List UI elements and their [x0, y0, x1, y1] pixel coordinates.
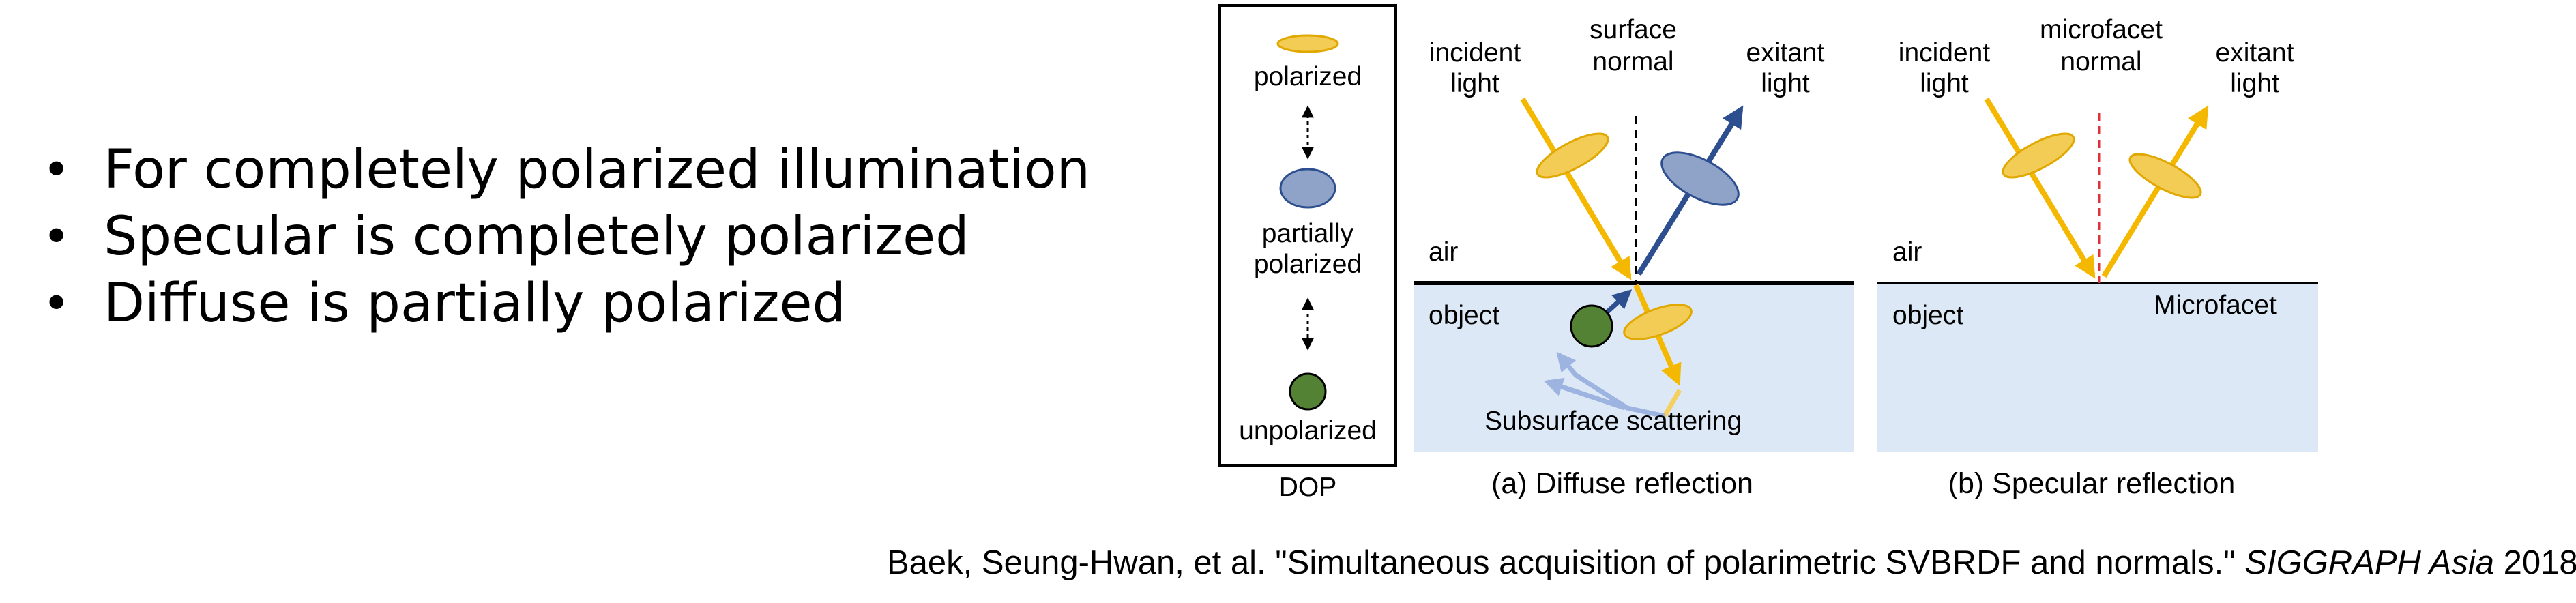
normal-label-2: normal	[2060, 47, 2141, 76]
incident-ray	[1984, 97, 2096, 279]
citation-year: 2018	[2494, 544, 2576, 581]
bullet-text: For completely polarized illumination	[104, 139, 1091, 201]
unpolarized-scatter-circle	[1570, 304, 1613, 348]
bullet-dot: •	[42, 209, 71, 265]
dop-legend-frame	[1218, 4, 1397, 467]
panel-diffuse: incident light surface normal exitant li…	[1414, 15, 1854, 500]
incident-ray	[1520, 97, 1632, 280]
incident-label-1: incident	[1899, 38, 1991, 68]
exitant-label-1: exitant	[2216, 38, 2294, 68]
incident-label-2: light	[1920, 69, 1969, 98]
panel-specular: incident light microfacet normal exitant…	[1877, 15, 2318, 500]
bullet-text: Diffuse is partially polarized	[104, 273, 847, 334]
refracted-polarization-ellipse	[1623, 304, 1693, 340]
unpolarized-circle	[1289, 372, 1327, 411]
dop-legend: polarized partially polarized unpolarize…	[1218, 4, 1397, 502]
diffuse-caption: (a) Diffuse reflection	[1491, 467, 1753, 500]
dop-caption: DOP	[1279, 473, 1337, 502]
citation: Baek, Seung-Hwan, et al. "Simultaneous a…	[887, 544, 2576, 582]
scatter-path-light-blue	[1556, 351, 1665, 419]
exitant-label-2: light	[1761, 69, 1810, 98]
object-region	[1877, 283, 2318, 452]
bullet-dot: •	[42, 142, 71, 198]
exitant-label-2: light	[2230, 69, 2279, 98]
scatter-path-light-blue-2	[1543, 377, 1626, 411]
normal-label-1: surface	[1590, 15, 1677, 44]
reflected-polarization-ellipse	[2128, 153, 2202, 199]
legend-polarized-label: polarized	[1254, 62, 1362, 91]
air-label: air	[1892, 237, 1922, 267]
bullet-text: Specular is completely polarized	[104, 206, 969, 267]
polarized-ellipse	[1276, 34, 1339, 53]
bullet-dot: •	[42, 276, 71, 332]
subsurface-label: Subsurface scattering	[1484, 407, 1742, 436]
citation-text: Baek, Seung-Hwan, et al. "Simultaneous a…	[887, 544, 2245, 581]
legend-partially-label-2: polarized	[1254, 250, 1362, 279]
bullet-item: • For completely polarized illumination	[34, 136, 1090, 203]
object-label: object	[1429, 301, 1499, 330]
normal-label-2: normal	[1592, 47, 1673, 76]
exitant-polarization-ellipse	[1660, 151, 1740, 206]
air-label: air	[1429, 237, 1458, 267]
reflected-ray	[2101, 105, 2209, 278]
incident-polarization-ellipse	[1536, 132, 1609, 179]
legend-unpolarized-label: unpolarized	[1239, 416, 1377, 445]
citation-venue: SIGGRAPH Asia	[2244, 544, 2495, 581]
object-region	[1414, 283, 1854, 452]
bullet-item: • Specular is completely polarized	[34, 203, 1090, 270]
microfacet-label: Microfacet	[2154, 291, 2277, 320]
bullet-list: • For completely polarized illumination •…	[34, 136, 1090, 337]
incident-label-2: light	[1450, 69, 1499, 98]
partially-polarized-ellipse	[1279, 168, 1336, 209]
object-label: object	[1892, 301, 1963, 330]
incident-label-1: incident	[1429, 38, 1521, 68]
normal-label-1: microfacet	[2040, 15, 2163, 44]
specular-caption: (b) Specular reflection	[1948, 467, 2236, 500]
exitant-label-1: exitant	[1746, 38, 1825, 68]
legend-partially-label-1: partially	[1262, 219, 1354, 248]
scatter-path-yellow	[1662, 389, 1682, 417]
bullet-item: • Diffuse is partially polarized	[34, 270, 1090, 337]
incident-polarization-ellipse	[2002, 132, 2075, 179]
